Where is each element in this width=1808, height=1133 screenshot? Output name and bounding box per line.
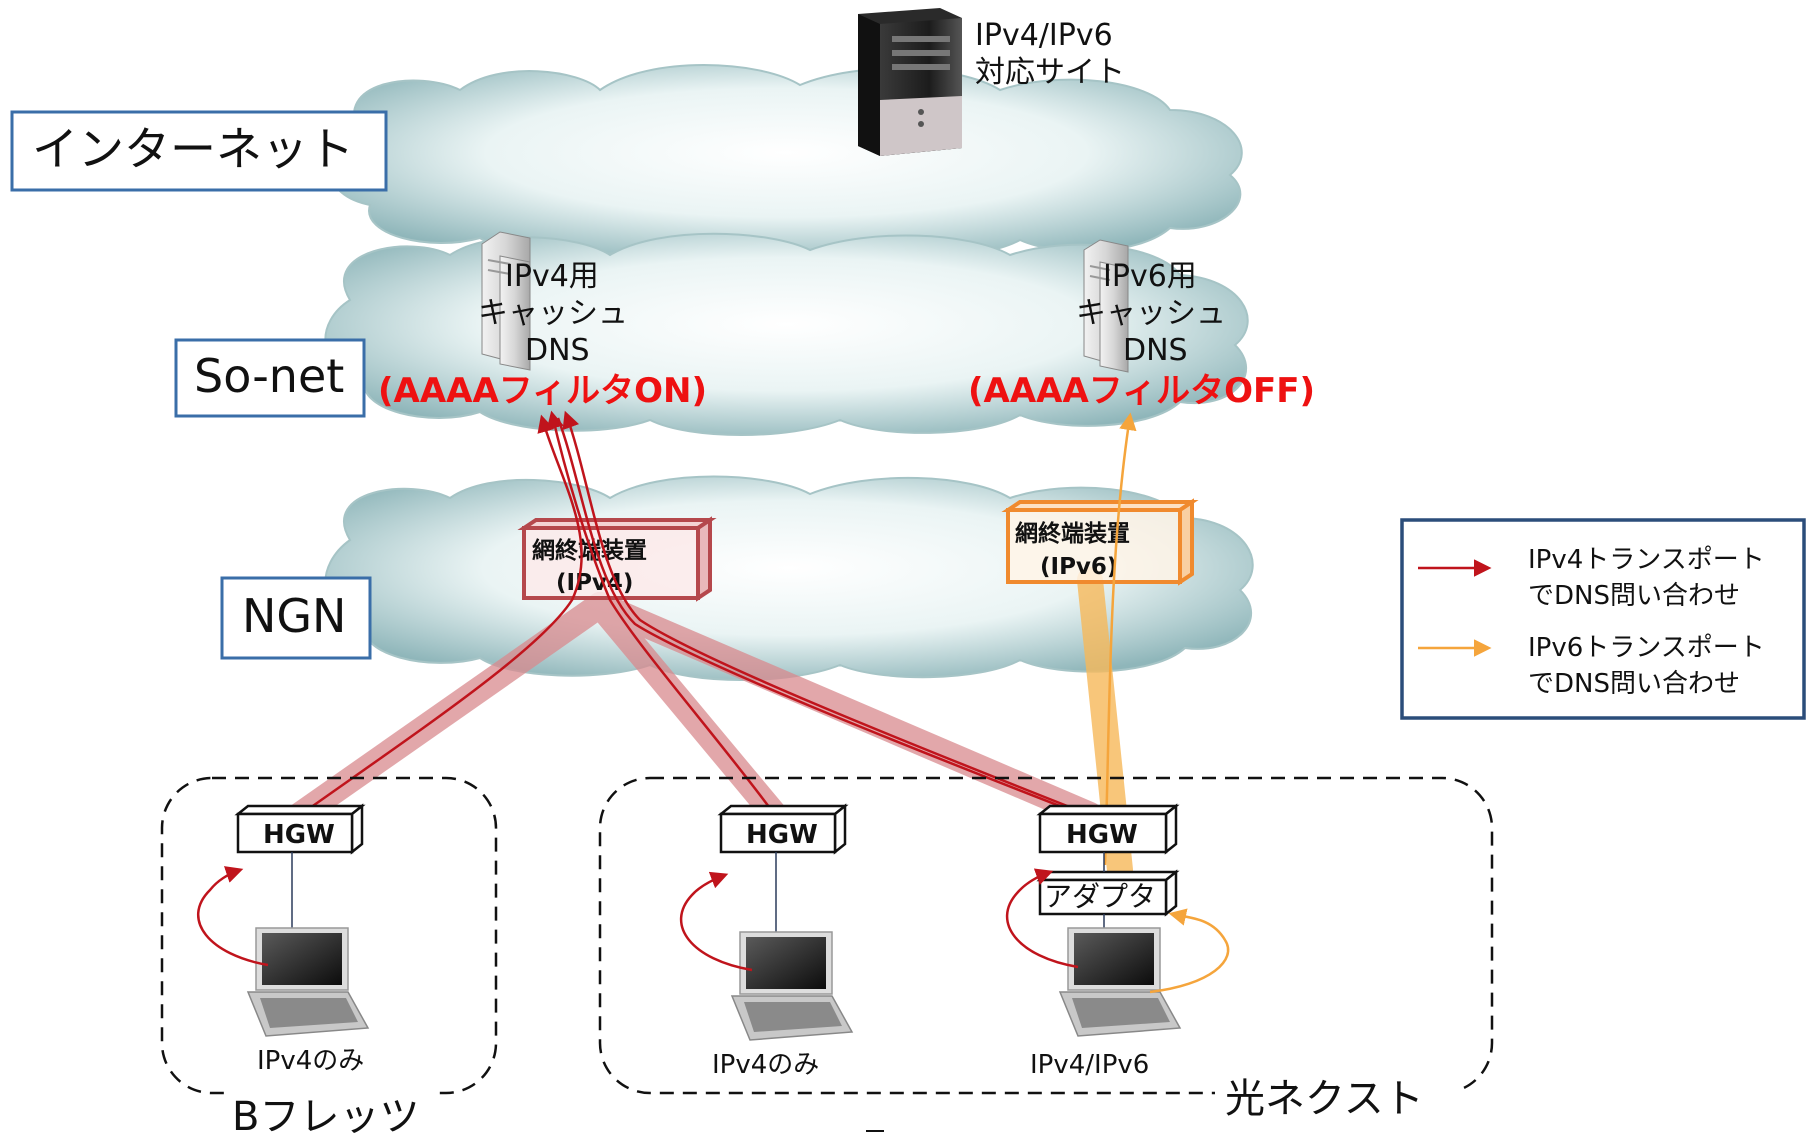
onu-v6-line2: (IPv6) xyxy=(1040,554,1117,580)
hgw-box-1: HGW xyxy=(234,803,366,855)
onu-v6-line1: 網終端装置 xyxy=(1015,520,1130,547)
pc1-label: IPv4のみ xyxy=(257,1046,364,1076)
internet-label-box: インターネット xyxy=(10,110,388,192)
site-server-icon xyxy=(858,8,962,156)
onu-v4-line1: 網終端装置 xyxy=(532,537,647,564)
sonet-cloud xyxy=(324,232,1249,436)
hgw-label-1: HGW xyxy=(263,820,335,850)
hikari-next-area xyxy=(598,776,1494,1095)
ipv4-query-lines xyxy=(299,410,1091,819)
dns-v4-label-line3: DNS xyxy=(525,333,590,368)
internet-cloud xyxy=(330,64,1243,261)
filter-off-label: (AAAAフィルタOFF) xyxy=(968,371,1315,411)
site-label-line2: 対応サイト xyxy=(975,55,1125,90)
pc3-label: IPv4/IPv6 xyxy=(1030,1050,1149,1080)
legend-ipv4-line2: でDNS問い合わせ xyxy=(1528,581,1740,611)
dns-v4-label-line2: キャッシュ xyxy=(478,296,628,331)
dns-v6-label-line3: DNS xyxy=(1123,333,1188,368)
laptop-icon-3 xyxy=(1058,927,1182,1037)
filter-on-label: (AAAAフィルタON) xyxy=(378,371,707,411)
hgw-label-3: HGW xyxy=(1066,820,1138,850)
internet-label: インターネット xyxy=(32,122,354,176)
ngn-label-box: NGN xyxy=(220,576,372,660)
adapter-box: アダプタ xyxy=(1036,869,1180,917)
dns-v6-label-line2: キャッシュ xyxy=(1076,296,1226,331)
sonet-label: So-net xyxy=(194,349,344,403)
onu-v6-box: 網終端装置 (IPv6) xyxy=(1001,498,1199,586)
hgw-label-2: HGW xyxy=(746,820,818,850)
hgw-box-2: HGW xyxy=(717,803,849,855)
dns-v4-label-line1: IPv4用 xyxy=(505,259,599,294)
legend-ipv4-line1: IPv4トランスポート xyxy=(1528,545,1765,575)
local-query-arrows xyxy=(197,866,1230,994)
hikari-next-label: 光ネクスト xyxy=(1225,1076,1424,1122)
sonet-label-box: So-net xyxy=(174,338,366,418)
legend-ipv6-line1: IPv6トランスポート xyxy=(1528,633,1765,663)
site-label-line1: IPv4/IPv6 xyxy=(975,18,1113,53)
hgw-box-3: HGW xyxy=(1036,803,1180,855)
dns-v6-server-icon xyxy=(1083,239,1129,373)
legend-ipv6-line2: でDNS問い合わせ xyxy=(1528,669,1740,699)
laptop-icon-2 xyxy=(730,931,854,1041)
laptop-icon-1 xyxy=(246,927,370,1037)
adapter-label: アダプタ xyxy=(1044,880,1156,913)
bflets-label: Bフレッツ xyxy=(232,1094,419,1133)
legend: IPv4トランスポート でDNS問い合わせ IPv6トランスポート でDNS問い… xyxy=(1400,518,1806,720)
pc2-label: IPv4のみ xyxy=(712,1050,819,1080)
dns-v6-label-line1: IPv6用 xyxy=(1103,259,1197,294)
dns-v4-server-icon xyxy=(481,231,531,371)
ngn-label: NGN xyxy=(242,589,346,643)
